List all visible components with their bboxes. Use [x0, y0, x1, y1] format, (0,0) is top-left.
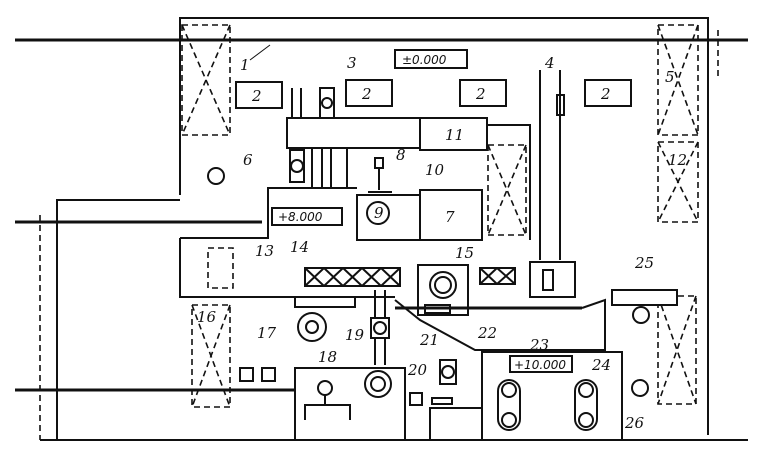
label-9: 9: [374, 204, 384, 222]
label-21: 21: [419, 331, 439, 349]
label-2c: 2: [475, 85, 486, 103]
label-22: 22: [477, 324, 497, 342]
label-19: 19: [345, 326, 365, 344]
label-2d: 2: [600, 85, 611, 103]
building-outline: [15, 17, 748, 441]
label-13: 13: [255, 242, 274, 260]
label-25: 25: [634, 254, 654, 272]
label-18: 18: [318, 348, 337, 366]
label-14: 14: [290, 238, 309, 256]
label-2b: 2: [361, 85, 372, 103]
elevation-upper: +10.000: [514, 358, 566, 372]
units-2: 2 2 2 2: [235, 79, 632, 109]
label-24: 24: [591, 356, 611, 374]
label-16: 16: [197, 308, 217, 326]
label-12: 12: [668, 151, 687, 169]
label-1: 1: [240, 56, 250, 74]
callout-labels: 1 3 4 5 6 7 8 9 10 11 12 13 14 15 16 17 …: [197, 44, 687, 432]
lower-equipment: [15, 220, 649, 441]
label-17: 17: [257, 324, 277, 342]
label-3: 3: [347, 54, 357, 72]
label-11: 11: [445, 126, 464, 144]
label-23: 23: [529, 336, 549, 354]
elevation-ground-box: [394, 49, 468, 69]
elevation-upper-box: [509, 355, 573, 373]
elevation-ground: ±0.000: [402, 53, 447, 67]
label-6: 6: [243, 151, 253, 169]
label-4: 4: [544, 54, 555, 72]
label-8: 8: [396, 146, 406, 164]
label-2a: 2: [251, 87, 262, 105]
label-26: 26: [624, 414, 645, 432]
label-10: 10: [425, 161, 445, 179]
label-15: 15: [455, 244, 474, 262]
elevation-platform-box: [271, 207, 343, 226]
label-20: 20: [407, 361, 428, 379]
equipment: [179, 70, 678, 365]
label-5: 5: [665, 68, 675, 86]
elevation-platform: +8.000: [278, 210, 323, 224]
label-7: 7: [445, 208, 455, 226]
